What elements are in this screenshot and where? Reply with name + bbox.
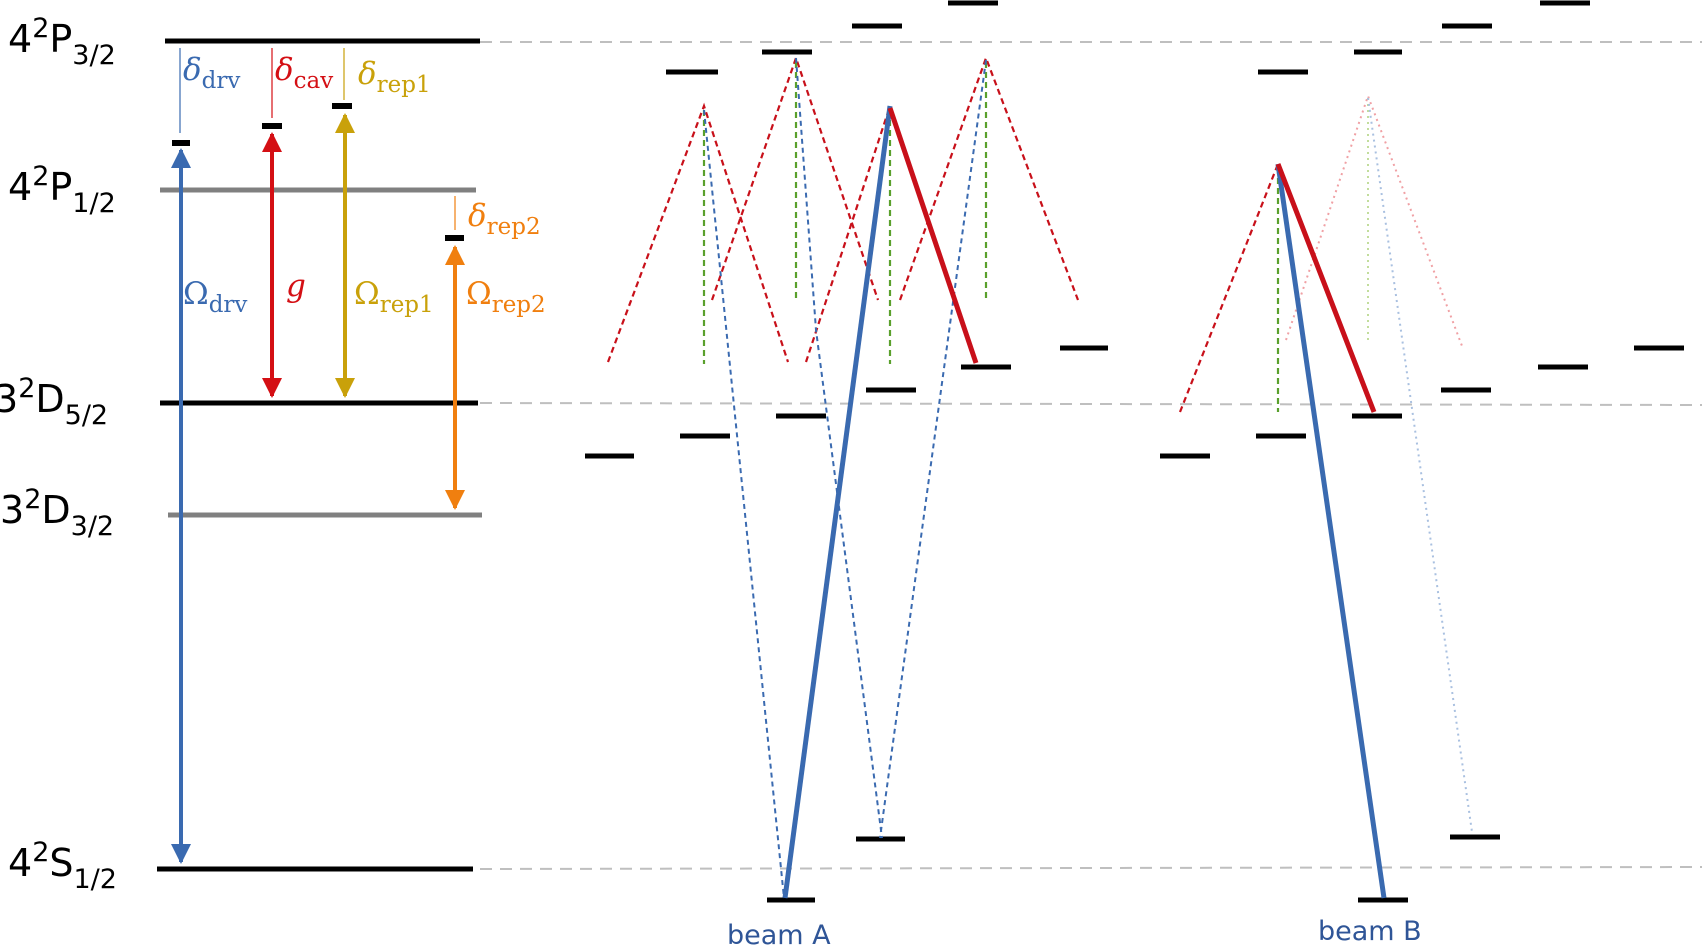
virtual-levels bbox=[172, 48, 464, 241]
drive-line-dashed bbox=[879, 59, 987, 839]
label-g: g bbox=[286, 268, 306, 304]
label-delta-cav: δcav bbox=[275, 52, 333, 94]
decay-lines-beam-a bbox=[702, 62, 988, 364]
label-omega-drv: Ωdrv bbox=[183, 276, 247, 318]
guide-line-d52 bbox=[479, 402, 1702, 406]
beam-a-label: beam A bbox=[727, 920, 831, 947]
transition-arrows bbox=[171, 113, 465, 864]
cavity-line bbox=[606, 102, 790, 363]
label-omega-rep1: Ωrep1 bbox=[354, 276, 434, 318]
zeeman-scheme-beam-a: beam A bbox=[585, 0, 1108, 947]
level-label-p32: 42P3/2 bbox=[8, 13, 116, 71]
level-label-p12: 42P1/2 bbox=[8, 161, 116, 219]
label-omega-rep2: Ωrep2 bbox=[466, 276, 546, 318]
label-delta-rep1: δrep1 bbox=[358, 56, 431, 98]
drive-line-dashed bbox=[795, 57, 883, 839]
cavity-line bbox=[1178, 163, 1280, 413]
cavity-path-beam-a bbox=[887, 107, 979, 364]
drive-path-beam-a bbox=[782, 105, 893, 899]
level-label-d32: 32D3/2 bbox=[0, 484, 114, 542]
label-delta-drv: δdrv bbox=[183, 52, 240, 94]
cavity-line bbox=[804, 105, 892, 363]
drive-path-beam-b bbox=[1275, 163, 1387, 899]
guide-line-s12 bbox=[479, 866, 1702, 870]
zeeman-scheme-beam-b: beam B bbox=[1160, 0, 1684, 947]
level-label-d52: 32D5/2 bbox=[0, 373, 108, 431]
cavity-transitions-beam-a bbox=[606, 54, 1080, 363]
beam-b-label: beam B bbox=[1318, 916, 1422, 947]
sublevels-beam-b bbox=[1160, 0, 1684, 903]
label-delta-rep2: δrep2 bbox=[468, 198, 541, 240]
main-levels bbox=[157, 38, 482, 872]
cavity-line bbox=[898, 54, 1080, 301]
cavity-path-beam-b bbox=[1275, 163, 1377, 413]
level-labels: 42P3/2 42P1/2 32D5/2 32D3/2 42S1/2 bbox=[0, 13, 117, 895]
cavity-line bbox=[710, 54, 880, 301]
cavity-line-faded bbox=[1285, 93, 1463, 347]
raman-dashed-beam-a bbox=[703, 57, 987, 899]
level-label-s12: 42S1/2 bbox=[8, 837, 117, 895]
faded-transitions-beam-b bbox=[1285, 93, 1473, 833]
sublevels-beam-a bbox=[585, 0, 1108, 903]
drive-line-dashed bbox=[703, 109, 785, 899]
guide-lines bbox=[479, 41, 1702, 870]
drive-line-faded bbox=[1367, 97, 1473, 833]
transition-labels: δdrv δcav δrep1 δrep2 Ωdrv g Ωrep1 Ωrep2 bbox=[183, 52, 546, 318]
